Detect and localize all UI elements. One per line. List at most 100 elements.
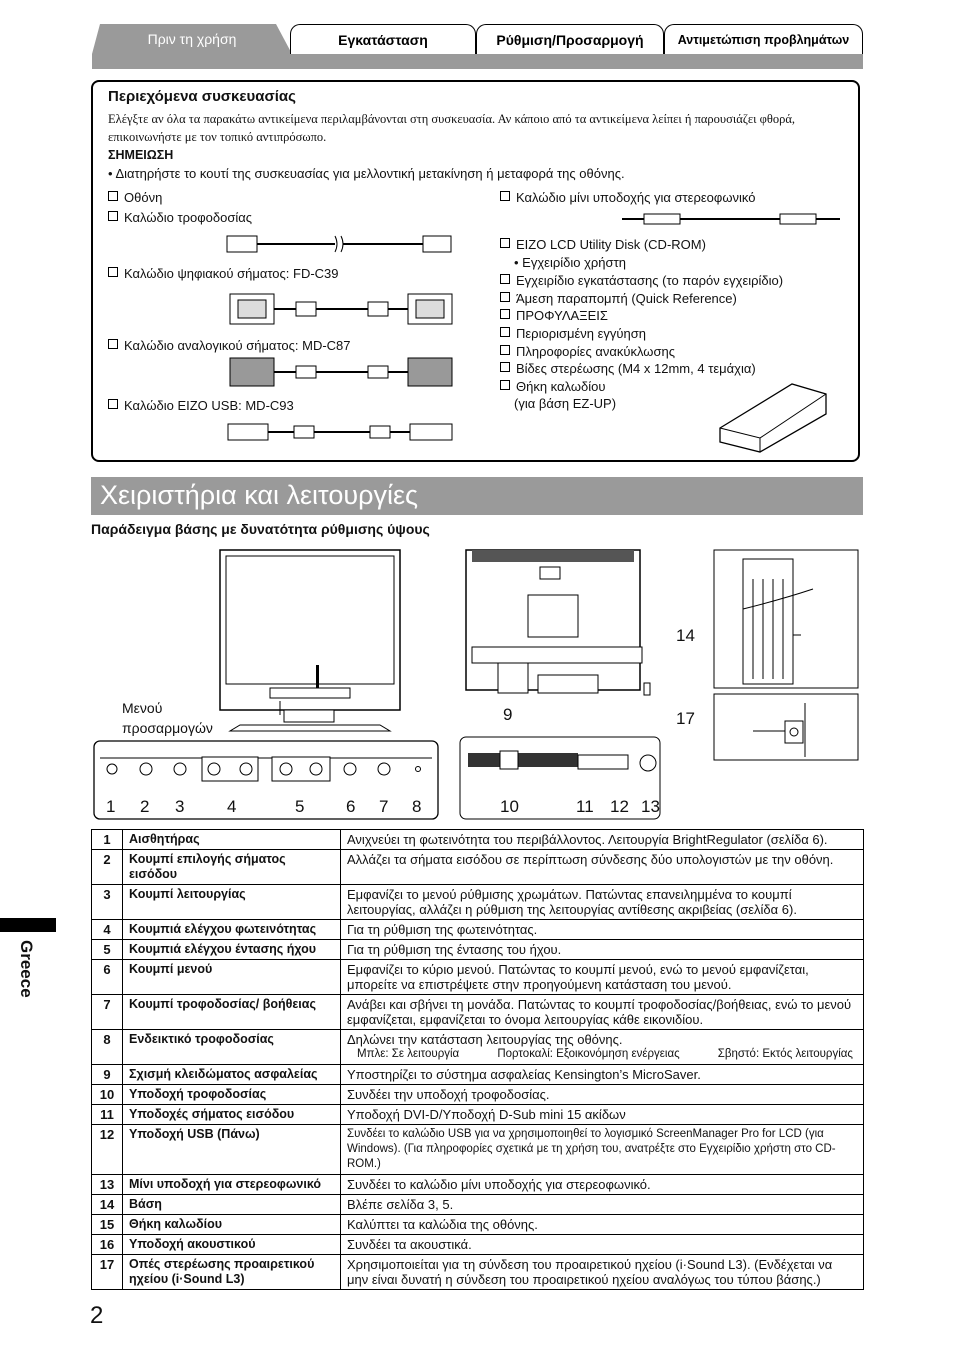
checkbox-icon xyxy=(108,211,118,221)
part-name: Υποδοχές σήματος εισόδου xyxy=(122,1104,341,1125)
package-item: ΠΡΟΦΥΛΑΞΕΙΣ xyxy=(500,308,608,323)
part-name: Κουμπιά ελέγχου έντασης ήχου xyxy=(122,939,341,960)
part-number: 1 xyxy=(91,829,123,850)
tab-installation[interactable]: Εγκατάσταση xyxy=(290,24,476,54)
analog-cable-illustration xyxy=(229,357,453,387)
part-description: Ανάβει και σβήνει τη μονάδα. Πατώντας το… xyxy=(340,994,864,1030)
package-item: Πληροφορίες ανακύκλωσης xyxy=(500,344,675,359)
checkbox-icon xyxy=(500,274,510,284)
part-description: Για τη ρύθμιση της έντασης του ήχου. xyxy=(340,939,864,960)
note-heading: ΣΗΜΕΙΩΣΗ xyxy=(108,148,174,162)
checkbox-icon xyxy=(500,380,510,390)
part-name: Σχισμή κλειδώματος ασφαλείας xyxy=(122,1064,341,1085)
part-description: Χρησιμοποιείται για τη σύνδεση του προαι… xyxy=(340,1254,864,1290)
checkbox-icon xyxy=(500,345,510,355)
part-name: Θήκη καλωδίου xyxy=(122,1214,341,1235)
part-name: Κουμπιά ελέγχου φωτεινότητας xyxy=(122,919,341,940)
part-description: Συνδέει τα ακουστικά. xyxy=(340,1234,864,1255)
part-number: 10 xyxy=(91,1084,123,1105)
callout-10: 10 xyxy=(500,797,519,816)
part-description: Καλύπτει τα καλώδια της οθόνης. xyxy=(340,1214,864,1235)
part-description: Συνδέει το καλώδιο USB για να χρησιμοποι… xyxy=(340,1124,864,1175)
monitor-back-diagram xyxy=(459,549,661,820)
package-item: Οθόνη xyxy=(108,190,162,205)
part-number: 9 xyxy=(91,1064,123,1085)
part-name: Υποδοχή USB (Πάνω) xyxy=(122,1124,341,1175)
side-tab-marker xyxy=(0,918,56,932)
checkbox-icon xyxy=(500,309,510,319)
part-name: Μίνι υποδοχή για στερεοφωνικό xyxy=(122,1174,341,1195)
part-name: Αισθητήρας xyxy=(122,829,341,850)
package-item: Βίδες στερέωσης (M4 x 12mm, 4 τεμάχια) xyxy=(500,361,756,376)
tab-before-use[interactable]: Πριν τη χρήση xyxy=(92,24,292,54)
tab-setup[interactable]: Ρύθμιση/Προσαρμογή xyxy=(476,24,664,54)
part-description: Υποστηρίζει το σύστημα ασφαλείας Kensing… xyxy=(340,1064,864,1085)
callout-7: 7 xyxy=(379,797,389,816)
section-title: Χειριστήρια και λειτουργίες xyxy=(100,480,419,510)
note-text: • Διατηρήστε το κουτί της συσκευασίας γι… xyxy=(108,166,625,181)
power-cable-illustration xyxy=(226,235,452,253)
digital-cable-illustration xyxy=(229,293,453,325)
checkbox-icon xyxy=(108,339,118,349)
callout-2: 2 xyxy=(140,797,150,816)
checkbox-icon xyxy=(108,399,118,409)
callout-1: 1 xyxy=(106,797,116,816)
part-description: Συνδέει το καλώδιο μίνι υποδοχής για στε… xyxy=(340,1174,864,1195)
part-description: Εμφανίζει το μενού ρύθμισης χρωμάτων. Πα… xyxy=(340,884,864,920)
package-item: Καλώδιο τροφοδοσίας xyxy=(108,210,252,225)
power-indicator-state: Πορτοκαλί: Εξοικονόμηση ενέργειας xyxy=(497,1048,680,1060)
part-description: Συνδέει την υποδοχή τροφοδοσίας. xyxy=(340,1084,864,1105)
part-name: Κουμπί λειτουργίας xyxy=(122,884,341,920)
tab-troubleshooting[interactable]: Αντιμετώπιση προβλημάτων xyxy=(664,24,863,54)
package-item: Άμεση παραπομπή (Quick Reference) xyxy=(500,291,737,306)
checkbox-icon xyxy=(500,362,510,372)
part-number: 13 xyxy=(91,1174,123,1195)
checkbox-icon xyxy=(500,292,510,302)
callout-5: 5 xyxy=(295,797,305,816)
part-description: Εμφανίζει το κύριο μενού. Πατώντας το κο… xyxy=(340,959,864,995)
part-number: 2 xyxy=(91,849,123,885)
package-subitem: • Εγχειρίδιο χρήστη xyxy=(514,255,626,270)
package-contents-box xyxy=(91,80,860,462)
menu-label-line1: Μενού xyxy=(122,700,163,716)
package-item: Καλώδιο ψηφιακού σήματος: FD-C39 xyxy=(108,266,339,281)
callout-12: 12 xyxy=(610,797,629,816)
part-name: Βάση xyxy=(122,1194,341,1215)
checkbox-icon xyxy=(500,191,510,201)
part-description: Αλλάζει τα σήματα εισόδου σε περίπτωση σ… xyxy=(340,849,864,885)
part-name: Υποδοχή ακουστικού xyxy=(122,1234,341,1255)
part-name: Υποδοχή τροφοδοσίας xyxy=(122,1084,341,1105)
part-description: Ανιχνεύει τη φωτεινότητα του περιβάλλοντ… xyxy=(340,829,864,850)
cable-holder-detail xyxy=(713,549,859,689)
tab-bar xyxy=(92,54,863,69)
checkbox-icon xyxy=(500,327,510,337)
part-number: 4 xyxy=(91,919,123,940)
section-header-bar xyxy=(91,477,863,515)
callout-9: 9 xyxy=(503,705,513,724)
package-item: EIZO LCD Utility Disk (CD-ROM) xyxy=(500,237,706,252)
part-number: 12 xyxy=(91,1124,123,1175)
part-name: Κουμπί επιλογής σήματος εισόδου xyxy=(122,849,341,885)
power-indicator-state: Μπλε: Σε λειτουργία xyxy=(357,1048,460,1060)
part-name: Ενδεικτικό τροφοδοσίας xyxy=(122,1029,341,1065)
checkbox-icon xyxy=(500,238,510,248)
usb-cable-illustration xyxy=(227,423,453,441)
stereo-cable-illustration xyxy=(622,213,840,225)
part-description: Για τη ρύθμιση της φωτεινότητας. xyxy=(340,919,864,940)
part-number: 8 xyxy=(91,1029,123,1065)
part-description: Βλέπε σελίδα 3, 5. xyxy=(340,1194,864,1215)
part-number: 7 xyxy=(91,994,123,1030)
page-number: 2 xyxy=(90,1302,104,1329)
callout-8: 8 xyxy=(412,797,422,816)
